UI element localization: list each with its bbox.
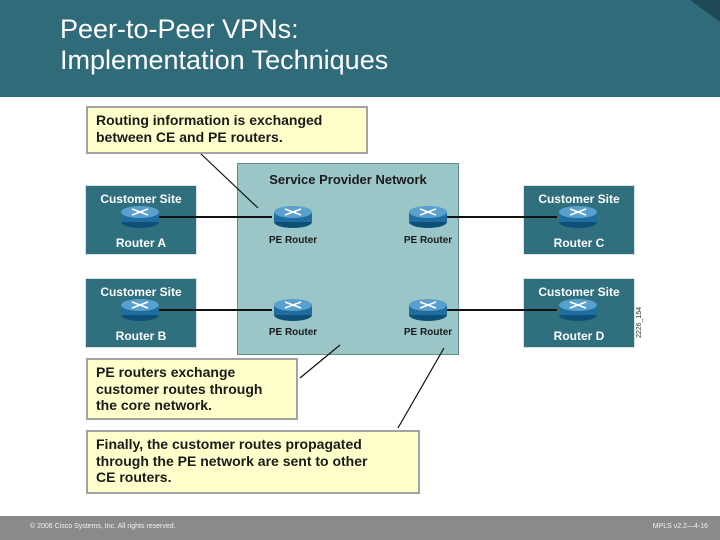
pe-router-icon [407, 297, 449, 328]
pe-router-icon [407, 204, 449, 235]
customer-site-label: Customer Site [100, 192, 182, 206]
router-icon [119, 297, 161, 328]
service-provider-network: Service Provider Network [237, 163, 459, 355]
copyright-text: © 2006 Cisco Systems, Inc. All rights re… [30, 523, 176, 530]
callout-pointer-2 [299, 344, 341, 379]
pe-router-icon [272, 204, 314, 235]
router-d-label: Router D [553, 329, 605, 343]
figure-code: 2226_154 [636, 306, 643, 338]
note-line: PE routers exchange [96, 364, 236, 380]
note-line: between CE and PE routers. [96, 128, 283, 145]
header-corner-accent [690, 0, 720, 22]
course-page-number: MPLS v2.2—4-16 [652, 523, 708, 530]
pe-router-icon [272, 297, 314, 328]
customer-site-label: Customer Site [538, 285, 620, 299]
pe-router-label: PE Router [268, 235, 318, 246]
title-line-2: Implementation Techniques [60, 45, 389, 75]
customer-site-b: Customer Site Router B [85, 278, 197, 348]
slide-title: Peer-to-Peer VPNs: Implementation Techni… [60, 14, 388, 76]
note-line: Routing information is exchanged [96, 112, 323, 128]
customer-site-label: Customer Site [100, 285, 182, 299]
router-icon [557, 204, 599, 235]
callout-pointer-3 [397, 347, 445, 429]
note-line: customer routes through [96, 380, 263, 397]
note-line: CE routers. [96, 469, 172, 485]
title-line-1: Peer-to-Peer VPNs: [60, 14, 299, 44]
pe-router-label: PE Router [403, 327, 453, 338]
note-line: Finally, the customer routes propagated [96, 436, 362, 452]
service-provider-label: Service Provider Network [269, 172, 427, 187]
callout-note-pe-exchange: PE routers exchange customer routes thro… [86, 358, 298, 420]
pe-router-label: PE Router [403, 235, 453, 246]
router-icon [557, 297, 599, 328]
note-line: the core network. [96, 397, 212, 413]
slide-footer: © 2006 Cisco Systems, Inc. All rights re… [0, 516, 720, 540]
router-a-label: Router A [115, 236, 167, 250]
note-line: through the PE network are sent to other [96, 452, 368, 469]
slide-header: Peer-to-Peer VPNs: Implementation Techni… [0, 0, 720, 97]
router-icon [119, 204, 161, 235]
router-c-label: Router C [553, 236, 605, 250]
callout-note-propagation: Finally, the customer routes propagated … [86, 430, 420, 494]
pe-router-label: PE Router [268, 327, 318, 338]
callout-pointer-1 [199, 152, 259, 209]
customer-site-label: Customer Site [538, 192, 620, 206]
callout-note-routing: Routing information is exchanged between… [86, 106, 368, 154]
router-b-label: Router B [115, 329, 167, 343]
